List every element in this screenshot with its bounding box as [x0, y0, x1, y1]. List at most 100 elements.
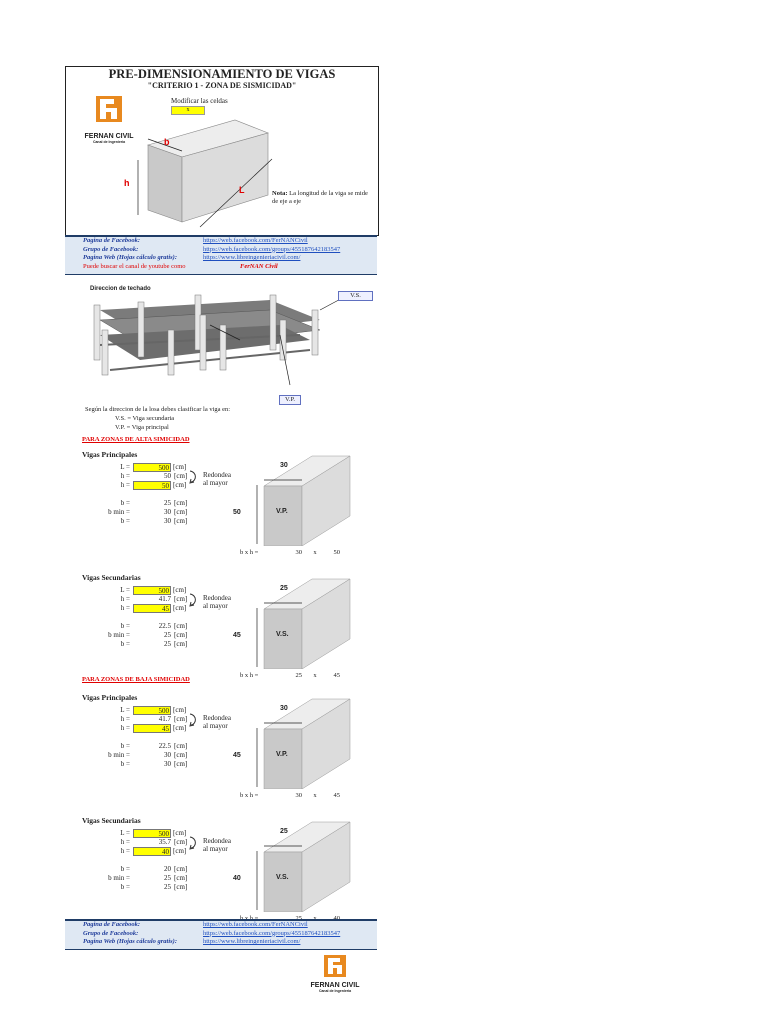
logo-name: FERNAN CIVIL [310, 982, 360, 989]
calc-row: b min =25[cm] [82, 631, 187, 640]
beam-drawing [263, 821, 351, 912]
website-link[interactable]: https://www.libreingenieriacivil.com/ [203, 938, 301, 945]
youtube-text: Puede buscar el canal de youtube como [83, 262, 186, 270]
b-min: 25 [164, 874, 171, 882]
calc-row: h =45[cm] [82, 604, 187, 613]
calc-label: b = [120, 883, 130, 891]
h-rounded-input[interactable]: 45 [133, 724, 171, 733]
header-beam-drawing [137, 119, 273, 228]
calc-row: b =20[cm] [82, 865, 187, 874]
logo-name: FERNAN CIVIL [84, 133, 134, 140]
width-dimension: 30 [280, 705, 288, 712]
brand-logo-bottom: FERNAN CIVIL Canal de Ingenieria [305, 955, 365, 994]
height-dimension-line [256, 608, 258, 667]
b-min: 25 [164, 631, 171, 639]
link-row: Grupo de Facebook:https://web.facebook.c… [65, 246, 377, 255]
calc-row: b =25[cm] [82, 883, 187, 892]
facebook-group-link[interactable]: https://web.facebook.com/groups/45518764… [203, 929, 341, 937]
height-dimension: 45 [233, 632, 241, 639]
length-input[interactable]: 500 [133, 829, 171, 838]
h-rounded-input[interactable]: 40 [133, 847, 171, 856]
height-dimension: 50 [233, 509, 241, 516]
round-label: al mayor [203, 722, 228, 730]
length-input[interactable]: 500 [133, 463, 171, 472]
link-row: Grupo de Facebook:https://web.facebook.c… [65, 930, 377, 939]
unit-label: [cm] [174, 517, 188, 525]
link-key: Pagina de Facebook: [83, 237, 141, 244]
facebook-group-link[interactable]: https://web.facebook.com/groups/45518764… [203, 245, 341, 253]
calc-row: b min =30[cm] [82, 508, 187, 517]
page-title: PRE-DIMENSIONAMIENTO DE VIGAS [108, 67, 336, 81]
calc-label: L = [120, 706, 130, 714]
logo-tagline: Canal de Ingenieria [318, 989, 352, 993]
curved-arrow-icon [189, 713, 196, 727]
calc-row: L =500[cm] [82, 586, 187, 595]
b-computed: 25 [164, 499, 171, 507]
calc-label: h = [120, 595, 130, 603]
result-h: 40 [328, 915, 341, 922]
calc-row: h =50[cm] [82, 481, 187, 490]
unit-label: [cm] [173, 829, 187, 837]
length-input[interactable]: 500 [133, 706, 171, 715]
calc-block: L =500[cm]h =35.7[cm]h =40[cm]b =20[cm]b… [82, 829, 187, 892]
group-title: Vigas Principales [82, 450, 138, 459]
calc-row [82, 490, 187, 499]
calc-row: b =30[cm] [82, 760, 187, 769]
calc-label: b = [120, 865, 130, 873]
round-label: al mayor [203, 845, 228, 853]
calc-row: b =22.5[cm] [82, 622, 187, 631]
logo-mark-icon [324, 955, 346, 977]
curved-arrow-icon [189, 470, 196, 484]
beam-drawing [263, 698, 351, 789]
link-row: Pagina de Facebook:https://web.facebook.… [65, 921, 377, 930]
page-subtitle: "CRITERIO 1 - ZONA DE SISMICIDAD" [147, 81, 297, 90]
calc-label: b = [120, 760, 130, 768]
b-min: 30 [164, 508, 171, 516]
link-row: Pagina Web (Hojas cálculo gratis):https:… [65, 938, 377, 947]
unit-label: [cm] [174, 742, 188, 750]
width-dimension: 30 [280, 462, 288, 469]
calc-label: h = [120, 604, 130, 612]
website-link[interactable]: https://www.libreingenieriacivil.com/ [203, 254, 301, 261]
result-h: 45 [333, 792, 341, 799]
unit-label: [cm] [173, 706, 187, 714]
height-dimension-line [256, 485, 258, 544]
group-title: Vigas Secundarias [82, 816, 141, 825]
calc-row: h =41.7[cm] [82, 595, 187, 604]
b-computed: 22.5 [158, 622, 171, 630]
slab-direction-label: Direccion de techado [90, 286, 151, 292]
calc-label: b = [120, 742, 130, 750]
calc-label: L = [120, 586, 130, 594]
h-rounded-input[interactable]: 45 [133, 604, 171, 613]
calc-row: L =500[cm] [82, 829, 187, 838]
links-top: Pagina de Facebook: https://web.facebook.… [65, 235, 377, 275]
curved-arrow-icon [189, 836, 196, 850]
round-label: Redondea [203, 471, 231, 479]
round-label: Redondea [203, 837, 231, 845]
bxh-label: b x h = [240, 549, 259, 556]
section-result: b x h =25x40 [240, 915, 340, 922]
explain-line: Según la direccion de la losa debes clas… [85, 406, 231, 413]
round-label: al mayor [203, 479, 228, 487]
times-sign: x [313, 672, 317, 679]
b-final: 25 [164, 883, 171, 891]
unit-label: [cm] [174, 508, 188, 516]
h-rounded-input[interactable]: 50 [133, 481, 171, 490]
b-final: 30 [164, 517, 171, 525]
calc-label: h = [120, 472, 130, 480]
note-bold: Nota: [272, 190, 288, 197]
dim-b-label: b [164, 137, 170, 147]
facebook-page-link[interactable]: https://web.facebook.com/FerNANCivil [203, 237, 308, 244]
calc-block: L =500[cm]h =50[cm]h =50[cm]b =25[cm]b m… [82, 463, 187, 526]
length-input[interactable]: 500 [133, 586, 171, 595]
facebook-page-link[interactable]: https://web.facebook.com/FerNANCivil [203, 921, 308, 928]
unit-label: [cm] [174, 715, 188, 723]
calc-row: b =25[cm] [82, 640, 187, 649]
beam-drawing [263, 578, 351, 669]
round-label: Redondea [203, 714, 231, 722]
unit-label: [cm] [173, 604, 187, 612]
times-sign: x [302, 915, 328, 922]
zone-heading: PARA ZONAS DE BAJA SIMICIDAD [82, 676, 190, 683]
